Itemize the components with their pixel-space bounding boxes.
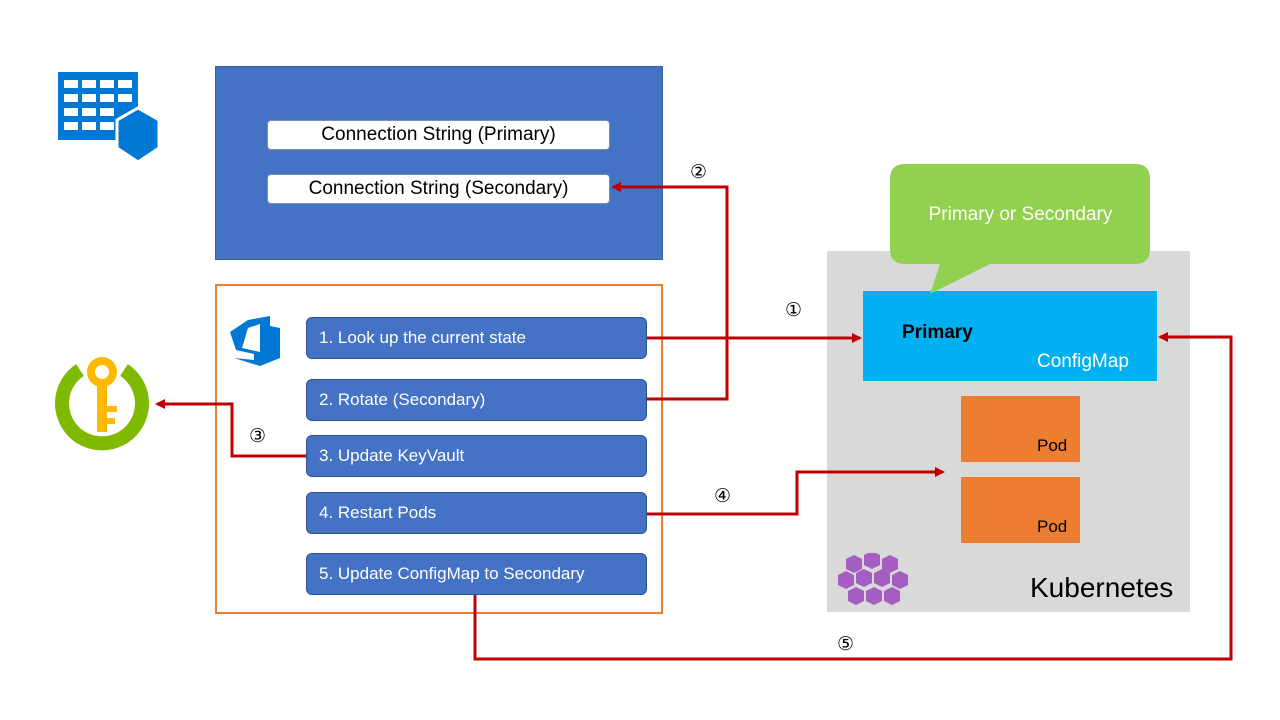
pod-label: Pod bbox=[1037, 517, 1068, 536]
kubernetes-label: Kubernetes bbox=[1030, 572, 1174, 603]
step-number-1: ① bbox=[785, 300, 803, 321]
step-number-3: ③ bbox=[249, 426, 267, 447]
kubernetes-cluster-icon bbox=[838, 551, 912, 605]
connection-string-secondary: Connection String (Secondary) bbox=[267, 174, 610, 204]
step-lookup-state: 1. Look up the current state bbox=[306, 317, 647, 359]
pod-box bbox=[961, 396, 1080, 462]
step-restart-pods: 4. Restart Pods bbox=[306, 492, 647, 534]
step-number-5: ⑤ bbox=[837, 634, 855, 655]
step-number-4: ④ bbox=[714, 486, 732, 507]
key-vault-icon bbox=[52, 348, 152, 458]
storage-table-icon bbox=[56, 70, 168, 166]
arrow-step4 bbox=[647, 467, 945, 516]
arrow-step3 bbox=[155, 399, 306, 458]
arrow-step5 bbox=[473, 332, 1233, 661]
callout-bubble bbox=[890, 164, 1150, 294]
step-number-2: ② bbox=[690, 162, 708, 183]
step-update-keyvault: 3. Update KeyVault bbox=[306, 435, 647, 477]
configmap-box bbox=[863, 291, 1157, 381]
storage-account-panel bbox=[215, 66, 663, 260]
configmap-value: Primary bbox=[902, 322, 973, 343]
pod-label: Pod bbox=[1037, 436, 1068, 455]
connection-string-primary: Connection String (Primary) bbox=[267, 120, 610, 150]
arrow-step2 bbox=[611, 182, 729, 401]
step-update-configmap: 5. Update ConfigMap to Secondary bbox=[306, 553, 647, 595]
azure-devops-icon bbox=[226, 312, 284, 370]
callout-text: Primary or Secondary bbox=[928, 203, 1113, 225]
pod-box bbox=[961, 477, 1080, 543]
step-rotate-secondary: 2. Rotate (Secondary) bbox=[306, 379, 647, 421]
configmap-label: ConfigMap bbox=[1037, 351, 1129, 372]
